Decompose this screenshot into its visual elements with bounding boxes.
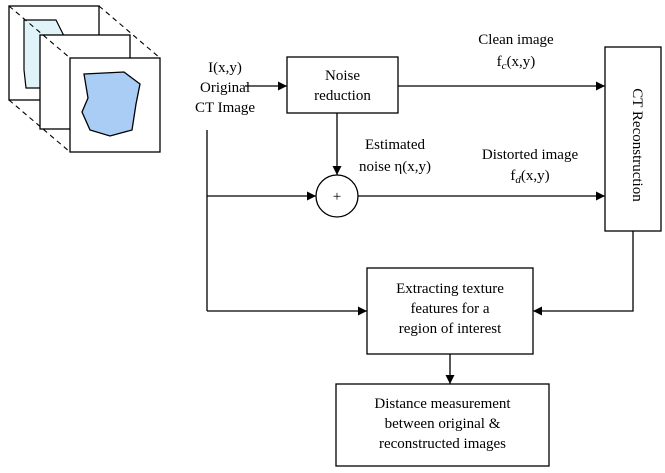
input-label: I(x,y) Original CT Image (195, 60, 255, 116)
distance-label-line3: reconstructed images (379, 436, 506, 452)
distance-measurement-box: Distance measurement between original & … (335, 383, 550, 467)
clean-image-label-line1: Clean image (478, 32, 554, 48)
ct-region-front-shape (81, 71, 141, 137)
estimated-noise-label-line1: Estimated (365, 137, 425, 153)
clean-image-function: fc(x,y) (497, 54, 536, 72)
distorted-image-function: fd(x,y) (510, 168, 549, 186)
adder-symbol: + (333, 189, 341, 205)
estimated-noise-label: Estimated noise η(x,y) (359, 137, 431, 175)
estimated-noise-label-line2: noise η(x,y) (359, 159, 431, 175)
ct-reconstruction-label: CT Reconstruction (629, 88, 645, 202)
texture-features-box: Extracting texture features for a region… (366, 267, 534, 355)
adder-node: + (315, 174, 359, 218)
ct-image-stack-icon (8, 5, 161, 153)
texture-label-line1: Extracting texture (396, 281, 504, 297)
texture-label-line2: features for a (410, 301, 489, 317)
noise-reduction-label-line1: Noise (325, 68, 360, 84)
distance-label-line2: between original & (385, 416, 501, 432)
distorted-image-label: Distorted image fd(x,y) (482, 147, 579, 186)
input-label-line2: Original (200, 80, 250, 96)
input-label-line1: I(x,y) (208, 60, 242, 76)
ct-reconstruction-box: CT Reconstruction (604, 46, 662, 232)
distorted-image-label-line1: Distorted image (482, 147, 579, 163)
arrow-ct-reconstruction-to-texture (533, 231, 634, 316)
clean-image-label: Clean image fc(x,y) (478, 32, 554, 72)
connectors (206, 81, 634, 384)
texture-label-line3: region of interest (399, 321, 502, 337)
noise-reduction-label-line2: reduction (314, 88, 371, 104)
input-label-line3: CT Image (195, 100, 255, 116)
distance-label-line1: Distance measurement (374, 396, 511, 412)
noise-reduction-box: Noise reduction (286, 56, 399, 114)
